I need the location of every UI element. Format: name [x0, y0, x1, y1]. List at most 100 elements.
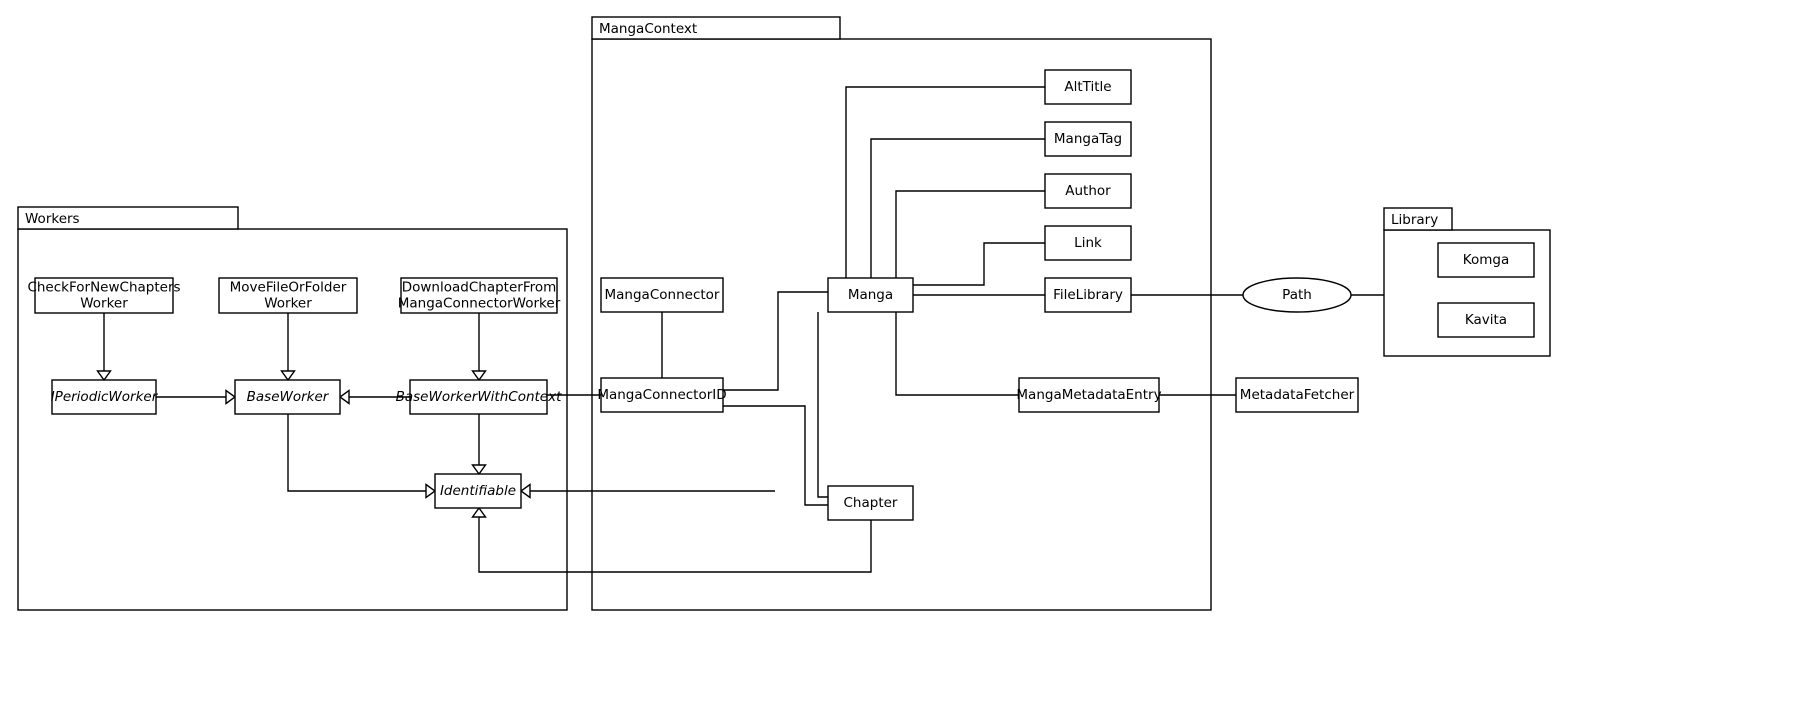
edge-line — [913, 242, 1045, 286]
edge-manga-link — [913, 242, 1045, 286]
edge-manga-alttitle — [845, 86, 1045, 278]
node-shape-rect — [34, 277, 174, 314]
node-shape-rect — [600, 377, 724, 413]
generalization-arrow-icon — [425, 483, 437, 499]
package-label: MangaContext — [599, 21, 697, 37]
edge-line — [870, 138, 1045, 278]
node-shape-rect — [1235, 377, 1359, 413]
node-label: IPeriodicWorker — [51, 389, 159, 405]
edge-downloadchapter-baseworkerwithcontext — [471, 313, 487, 382]
node-shape-rect — [1044, 225, 1132, 261]
node-mangaconnector[interactable]: MangaConnector — [600, 277, 724, 313]
edge-mangaconnectorid-chapter — [723, 405, 828, 506]
node-shape-rect — [218, 277, 358, 314]
edge-line — [723, 405, 828, 506]
node-label: MangaConnector — [605, 287, 720, 303]
node-shape-rect — [1018, 377, 1160, 413]
node-shape-rect — [600, 277, 724, 313]
node-label: Manga — [848, 287, 893, 303]
node-label: BaseWorker — [247, 389, 330, 405]
edge-layer — [96, 86, 1384, 573]
node-baseworker[interactable]: BaseWorker — [234, 379, 341, 415]
package-label: Library — [1391, 212, 1438, 228]
node-manga[interactable]: Manga — [827, 277, 914, 313]
edge-line — [817, 312, 828, 498]
node-label: Chapter — [844, 495, 898, 511]
edge-mangaconnectorid-manga — [723, 291, 828, 391]
node-filelibrary[interactable]: FileLibrary — [1044, 277, 1132, 313]
generalization-arrow-icon — [280, 370, 296, 382]
node-kavita[interactable]: Kavita — [1437, 302, 1535, 338]
node-label: MangaConnectorID — [597, 387, 726, 403]
node-label: Author — [1065, 183, 1111, 199]
generalization-arrow-icon — [225, 389, 237, 405]
node-mangametadataentry[interactable]: MangaMetadataEntry — [1016, 377, 1162, 413]
node-label: Kavita — [1465, 312, 1507, 328]
edge-mangaconnectorid-identifiable — [519, 483, 775, 499]
edge-baseworker-identifiable — [287, 414, 437, 499]
node-mangaconnectorid[interactable]: MangaConnectorID — [597, 377, 727, 413]
edge-manga-author — [895, 190, 1045, 278]
edge-checkfornewchapters-iperiodicworker — [96, 313, 112, 382]
node-label: MangaMetadataEntry — [1016, 387, 1161, 403]
edge-movefileorfolder-baseworker — [280, 313, 296, 382]
package-mangacontext: MangaContext — [591, 16, 1212, 611]
node-chapter[interactable]: Chapter — [827, 485, 914, 521]
node-shape-rect — [51, 379, 157, 415]
edge-line — [287, 414, 427, 492]
node-path[interactable]: Path — [1242, 277, 1352, 313]
edge-line — [723, 291, 828, 391]
generalization-arrow-icon — [96, 370, 112, 382]
node-komga[interactable]: Komga — [1437, 242, 1535, 278]
edge-manga-mangametadataentry — [895, 312, 1019, 396]
edge-manga-chapter — [817, 312, 828, 498]
node-shape-rect — [234, 379, 341, 415]
node-label: FileLibrary — [1053, 287, 1123, 303]
node-label: Link — [1074, 235, 1102, 251]
generalization-arrow-icon — [471, 370, 487, 382]
node-shape-rect — [1437, 242, 1535, 278]
edge-line — [478, 516, 872, 573]
package-label: Workers — [25, 211, 80, 227]
node-shape-rect — [827, 485, 914, 521]
node-alttitle[interactable]: AltTitle — [1044, 69, 1132, 105]
node-shape-rect — [434, 473, 522, 509]
node-shape-ellipse — [1242, 277, 1352, 313]
node-label: Path — [1282, 287, 1312, 303]
node-shape-rect — [400, 277, 558, 314]
node-baseworkerwithcontext[interactable]: BaseWorkerWithContext — [396, 379, 562, 415]
node-label: MetadataFetcher — [1240, 387, 1355, 403]
node-label: MangaTag — [1054, 131, 1122, 147]
package-tab — [17, 206, 239, 230]
node-identifiable[interactable]: Identifiable — [434, 473, 522, 509]
node-shape-rect — [1044, 121, 1132, 157]
edge-baseworkerwithcontext-identifiable — [471, 414, 487, 476]
node-label: BaseWorkerWithContext — [396, 389, 562, 405]
generalization-arrow-icon — [471, 506, 487, 518]
node-link[interactable]: Link — [1044, 225, 1132, 261]
node-mangatag[interactable]: MangaTag — [1044, 121, 1132, 157]
edge-line — [895, 312, 1019, 396]
node-shape-rect — [1044, 173, 1132, 209]
node-metadatafetcher[interactable]: MetadataFetcher — [1235, 377, 1359, 413]
edge-manga-mangatag — [870, 138, 1045, 278]
edge-chapter-identifiable-bottom — [471, 506, 872, 573]
node-label: Komga — [1463, 252, 1509, 268]
edge-baseworkerwithcontext-baseworker — [338, 389, 410, 405]
package-tab — [1383, 207, 1453, 231]
node-label: AltTitle — [1064, 79, 1111, 95]
edge-line — [895, 190, 1045, 278]
node-author[interactable]: Author — [1044, 173, 1132, 209]
node-iperiodicworker[interactable]: IPeriodicWorker — [51, 379, 159, 415]
node-shape-rect — [409, 379, 548, 415]
edge-line — [845, 86, 1045, 278]
